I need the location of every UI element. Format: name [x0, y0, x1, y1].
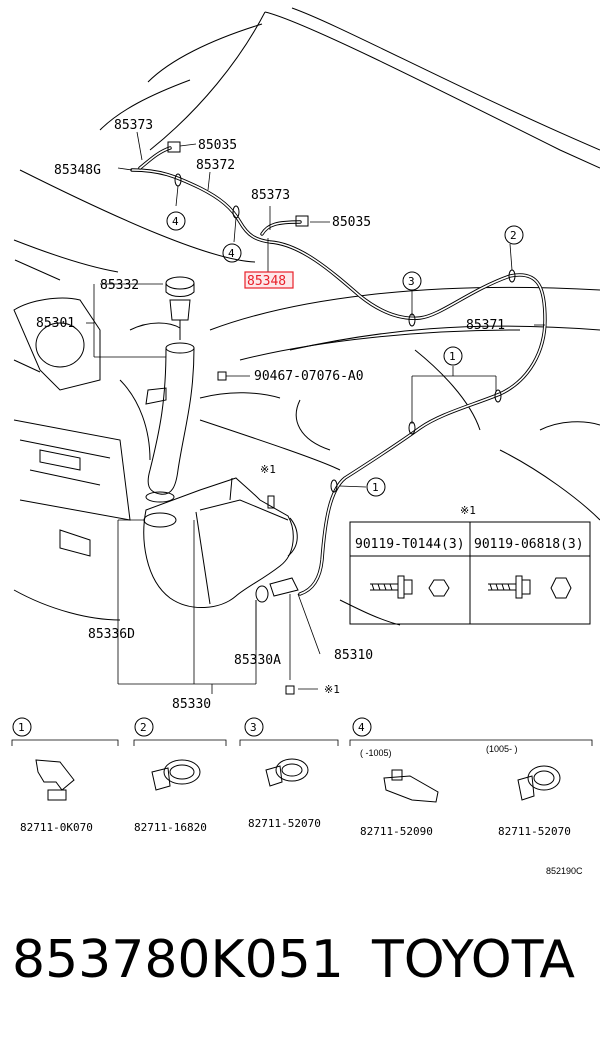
label-85035-middle: 85035 — [332, 215, 371, 230]
clip-group-1-number: 1 — [18, 721, 25, 734]
bolt-mark-lower: ※1 — [324, 683, 340, 696]
part-labels: 85373 85035 85348G 85372 85373 85035 853… — [36, 118, 505, 712]
footer-caption: 853780K051 TOYOTA — [0, 930, 600, 1020]
bolt-table-col2: 90119-06818(3) — [474, 537, 584, 552]
label-85301: 85301 — [36, 316, 75, 331]
callout-4-a: 4 — [172, 215, 179, 228]
clip-part-82711-0K070: 82711-0K070 — [20, 821, 93, 834]
footer-part-number: 853780K051 — [12, 930, 344, 990]
figure-code: 852190C — [546, 866, 583, 876]
leader-lines — [86, 131, 545, 694]
bolt-table: 90119-T0144(3) 90119-06818(3) — [349, 521, 591, 625]
callout-2: 2 — [510, 229, 517, 242]
footer-brand: TOYOTA — [372, 930, 575, 990]
clip-part-82711-52070-group4: 82711-52070 — [498, 825, 571, 838]
clip-group-4-right-range: (1005- ) — [486, 744, 518, 754]
label-85336D: 85336D — [88, 627, 135, 642]
clip-group-3: 3 82711-52070 — [239, 717, 339, 830]
clip-group-4-number: 4 — [358, 721, 365, 734]
label-85348G: 85348G — [54, 163, 101, 178]
clip-part-82711-16820: 82711-16820 — [134, 821, 207, 834]
clip-part-82711-52070-group3: 82711-52070 — [248, 817, 321, 830]
washer-hose-system — [130, 141, 547, 596]
bolt-table-col1: 90119-T0144(3) — [355, 537, 465, 552]
clip-group-4-left-range: ( -1005) — [360, 748, 392, 758]
clip-group-3-number: 3 — [250, 721, 257, 734]
label-85348-highlighted[interactable]: 85348 — [247, 274, 286, 289]
label-85330: 85330 — [172, 697, 211, 712]
callout-circles: 4 4 2 3 1 1 — [166, 211, 524, 497]
clip-group-2: 2 82711-16820 — [133, 717, 227, 834]
label-85372: 85372 — [196, 158, 235, 173]
callout-4-b: 4 — [228, 247, 235, 260]
washer-tank-assembly — [143, 276, 299, 695]
clip-group-1: 1 82711-0K070 — [11, 717, 119, 834]
label-85371: 85371 — [466, 318, 505, 333]
clip-group-4: 4 ( -1005) (1005- ) 82711-52090 82711-52… — [349, 717, 593, 838]
clip-group-2-number: 2 — [140, 721, 147, 734]
label-90467-07076-A0: 90467-07076-A0 — [254, 369, 364, 384]
bolt-mark-table: ※1 — [460, 504, 476, 517]
bolt-mark-upper: ※1 — [260, 463, 276, 476]
label-85310: 85310 — [334, 648, 373, 663]
vehicle-outline — [13, 7, 600, 626]
callout-3: 3 — [408, 275, 415, 288]
label-85330A: 85330A — [234, 653, 281, 668]
parts-diagram: 85373 85035 85348G 85372 85373 85035 853… — [11, 7, 600, 876]
label-85332: 85332 — [100, 278, 139, 293]
callout-1-upper: 1 — [449, 350, 456, 363]
callout-1-lower: 1 — [372, 481, 379, 494]
label-85373-upper: 85373 — [114, 118, 153, 133]
label-85373-middle: 85373 — [251, 188, 290, 203]
highlight-box-85348 — [244, 271, 294, 289]
label-85035-upper: 85035 — [198, 138, 237, 153]
clip-part-82711-52090: 82711-52090 — [360, 825, 433, 838]
